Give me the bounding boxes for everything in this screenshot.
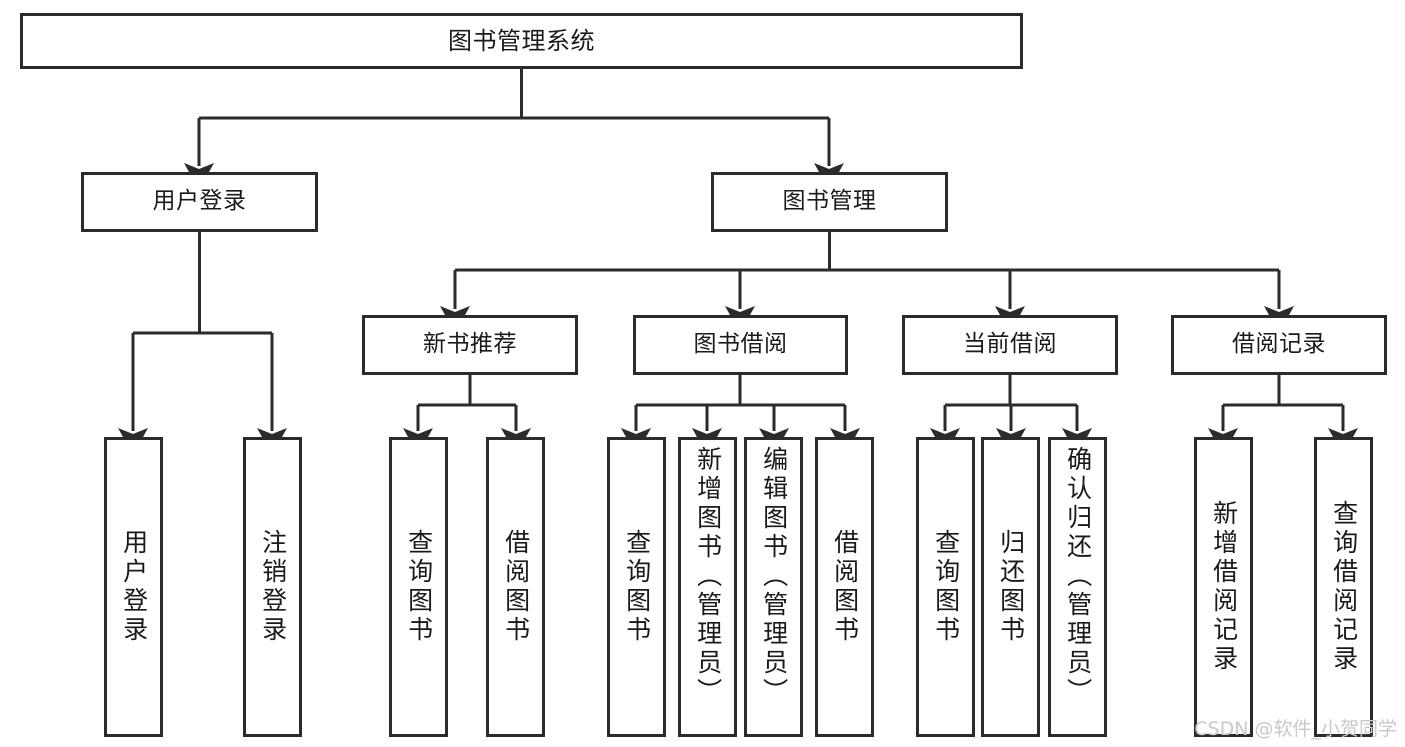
node-book-borrow[interactable]: 图书借阅 [633,315,848,375]
node-leaf-return-book[interactable]: 归还图书 [981,437,1040,737]
node-label: 用户登录 [119,529,149,645]
node-user-login[interactable]: 用户登录 [81,172,318,232]
node-label: 查询图书 [931,529,961,645]
node-leaf-confirm-return-admin[interactable]: 确认归还（管理员） [1048,437,1107,737]
node-leaf-user-login[interactable]: 用户登录 [104,437,163,737]
node-label: 图书管理系统 [448,26,595,55]
node-leaf-borrow-book[interactable]: 借阅图书 [815,437,874,737]
node-book-management[interactable]: 图书管理 [711,172,948,232]
node-leaf-query-borrow-record[interactable]: 查询借阅记录 [1314,437,1373,737]
node-label: 查询借阅记录 [1329,500,1359,674]
node-label: 图书借阅 [693,331,788,358]
node-new-book-recommend[interactable]: 新书推荐 [362,315,578,375]
node-label: 新书推荐 [423,331,517,358]
node-label: 查询图书 [404,529,434,645]
node-label: 借阅图书 [830,529,860,645]
node-leaf-query-book-recommend[interactable]: 查询图书 [389,437,448,737]
node-leaf-add-borrow-record[interactable]: 新增借阅记录 [1194,437,1253,737]
node-borrow-record[interactable]: 借阅记录 [1171,315,1387,375]
node-leaf-logout-login[interactable]: 注销登录 [243,437,302,737]
node-label: 注销登录 [258,529,288,645]
node-root-system[interactable]: 图书管理系统 [20,13,1023,69]
node-label: 借阅图书 [501,529,531,645]
watermark-text: CSDN @软件_小贺同学 [1194,718,1397,740]
node-label: 图书管理 [782,188,877,215]
node-current-borrow[interactable]: 当前借阅 [902,315,1118,375]
node-leaf-query-book-borrow[interactable]: 查询图书 [607,437,666,737]
node-label: 当前借阅 [963,331,1057,358]
node-label: 新增图书（管理员） [693,446,723,707]
node-label: 借阅记录 [1232,331,1326,358]
node-label: 确认归还（管理员） [1063,446,1093,707]
node-leaf-edit-book-admin[interactable]: 编辑图书（管理员） [744,437,803,737]
node-label: 新增借阅记录 [1209,500,1239,674]
node-leaf-add-book-admin[interactable]: 新增图书（管理员） [678,437,737,737]
node-leaf-query-book-current[interactable]: 查询图书 [916,437,975,737]
node-label: 编辑图书（管理员） [759,446,789,707]
node-label: 归还图书 [996,529,1026,645]
node-leaf-borrow-book-recommend[interactable]: 借阅图书 [486,437,545,737]
node-label: 查询图书 [622,529,652,645]
node-label: 用户登录 [152,188,247,215]
